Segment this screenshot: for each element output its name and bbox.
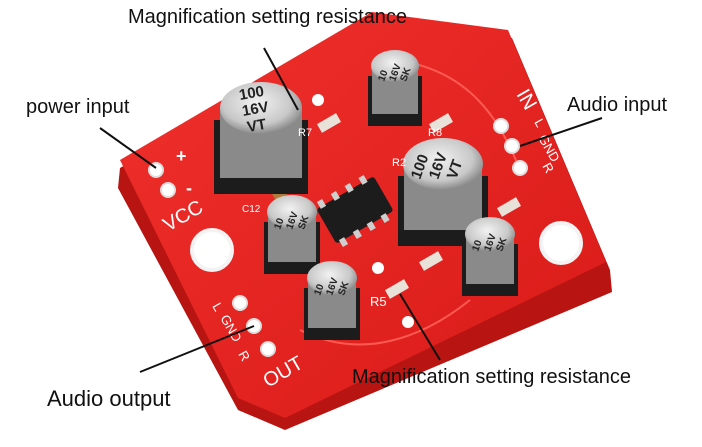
leader-line-audio-in <box>519 117 603 147</box>
pad-in-l <box>493 118 509 134</box>
capacitor-small-top: 10 16V SK <box>368 50 422 126</box>
leader-line-top <box>263 47 299 111</box>
cap-small-line3: SK <box>296 213 311 231</box>
callout-audio-output: Audio output <box>47 386 171 411</box>
via <box>372 262 384 274</box>
silk-plus: + <box>176 146 187 166</box>
pad-in-gnd <box>504 138 520 154</box>
silk-c12: C12 <box>242 204 261 215</box>
cap-small-line3: SK <box>494 235 509 253</box>
capacitor-small-right: 10 16V SK <box>462 217 518 296</box>
leader-line-audio-out <box>139 325 255 373</box>
via <box>402 316 414 328</box>
silk-r8: R8 <box>428 127 442 139</box>
leader-line-bottom <box>399 293 441 361</box>
pad-out-l <box>232 295 248 311</box>
capacitor-large-right: 100 16V VT <box>398 138 488 246</box>
silk-r5: R5 <box>370 294 387 309</box>
silk-minus: - <box>186 178 192 198</box>
capacitor-large-left: 100 16V VT <box>214 82 308 194</box>
resistor <box>418 251 444 271</box>
capacitor-small-bottom: 10 16V SK <box>304 261 360 340</box>
cap-label-line3: VT <box>246 116 268 136</box>
callout-magnification-top: Magnification setting resistance <box>128 6 408 28</box>
cap-small-line1: 10 <box>376 68 390 83</box>
amplifier-chip <box>316 174 393 248</box>
resistor-r5 <box>384 279 410 299</box>
pad-vcc-minus <box>160 182 176 198</box>
callout-power-input: power input <box>26 96 130 118</box>
resistor-r7 <box>316 113 342 133</box>
cap-label-line2: 16V <box>241 99 270 120</box>
cap-small-line1: 10 <box>312 282 326 297</box>
cap-small-line3: SK <box>398 65 413 83</box>
cap-small-line1: 10 <box>272 216 286 231</box>
silk-r7: R7 <box>298 127 312 139</box>
callout-audio-input: Audio input <box>567 94 668 116</box>
pad-out-r <box>260 341 276 357</box>
via <box>312 94 324 106</box>
cap-label-line3: VT <box>444 158 467 182</box>
resistor <box>496 197 522 217</box>
cap-small-line3: SK <box>336 279 351 297</box>
callout-magnification-bottom: Magnification setting resistance <box>352 366 632 388</box>
silk-r2: R2 <box>392 157 406 169</box>
cap-label-line1: 100 <box>238 83 266 104</box>
pad-in-r <box>512 160 528 176</box>
capacitor-small-left: 10 16V SK <box>264 195 320 274</box>
mount-hole-left <box>190 228 234 272</box>
resistor-r8 <box>428 113 454 133</box>
leader-line-power <box>99 127 157 169</box>
cap-small-line1: 10 <box>470 238 484 253</box>
mount-hole-right <box>539 221 583 265</box>
